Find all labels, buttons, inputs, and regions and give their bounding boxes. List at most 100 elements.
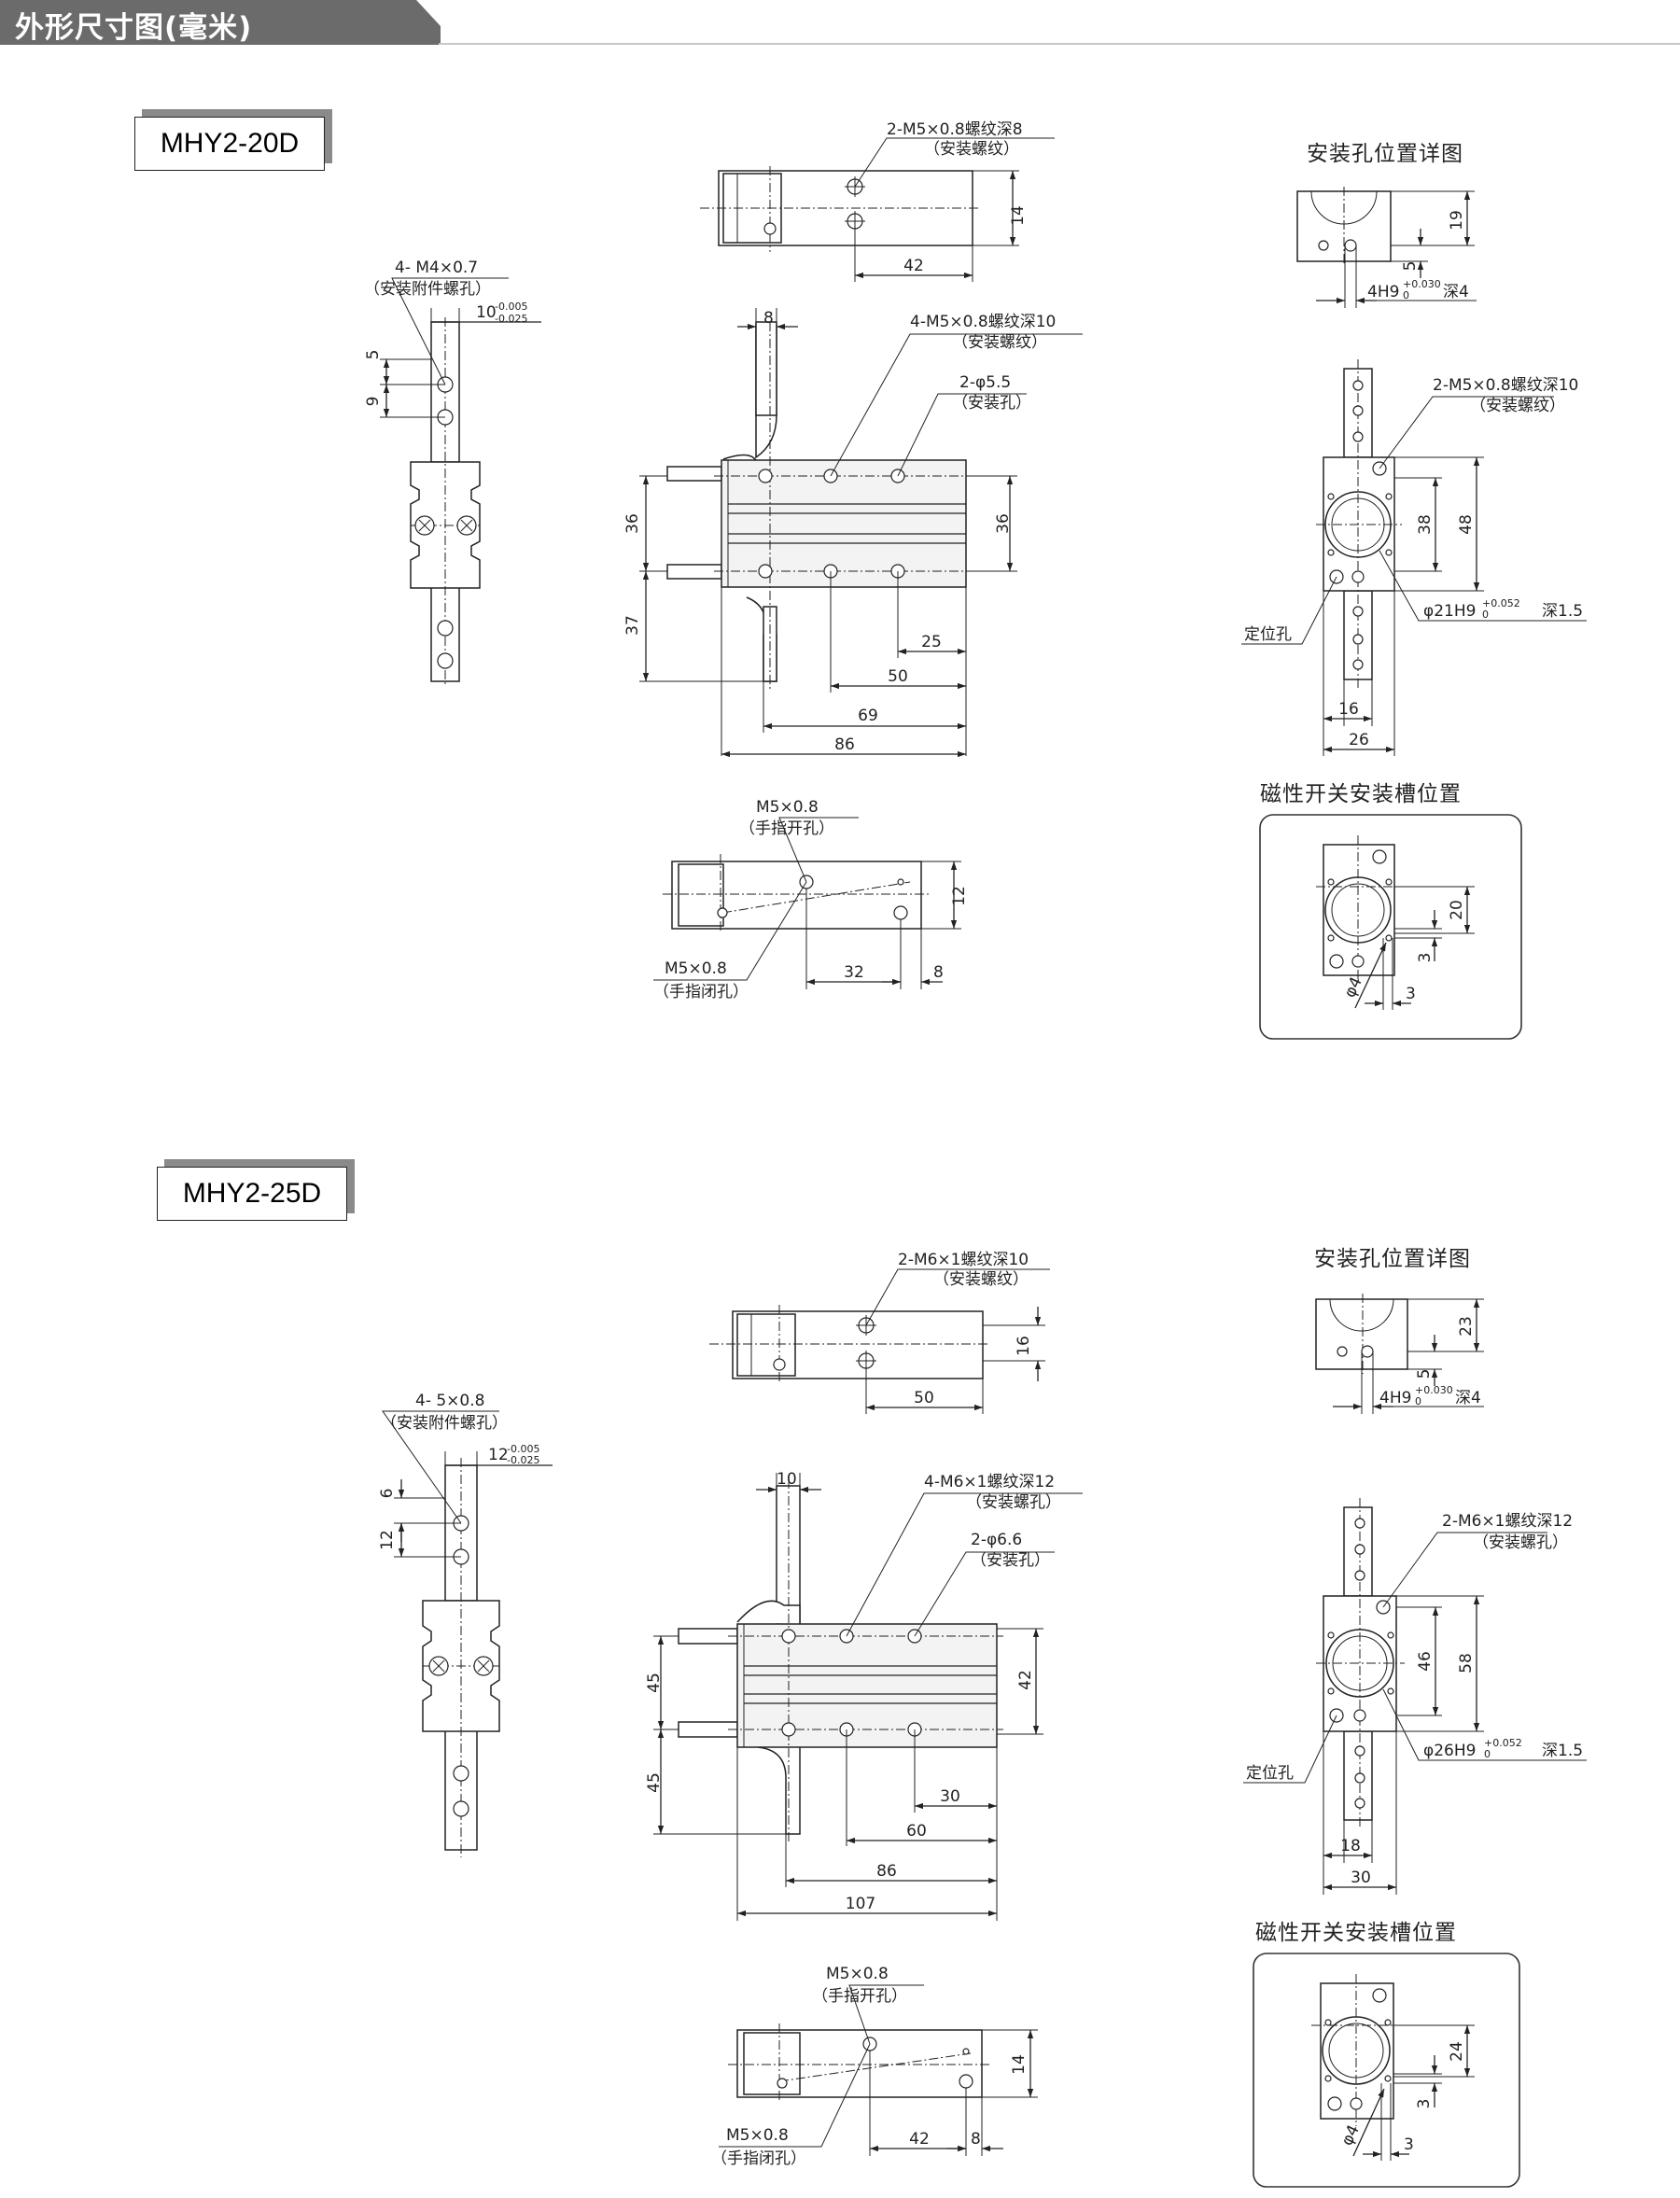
front-thread-note: 4-M6×1螺纹深12 xyxy=(924,1473,1055,1491)
switch-slot-title: 磁性开关安装槽位置 xyxy=(1260,782,1462,806)
side-note-sub: （安装附件螺孔） xyxy=(381,1414,508,1433)
slot-dim-20: 20 xyxy=(1448,900,1466,920)
dim-5: 5 xyxy=(364,350,383,360)
tol-base: 12 xyxy=(488,1446,509,1464)
dim-42: 42 xyxy=(903,257,924,275)
pin-upper: +0.030 xyxy=(1403,278,1441,290)
pin-depth: 深4 xyxy=(1455,1389,1481,1407)
dim-12: 12 xyxy=(378,1530,397,1550)
mhy2-20d-top-view: 14 42 2-M5×0.8螺纹深8 （安装螺纹） xyxy=(700,120,1055,282)
pin-spec: 4H9 xyxy=(1379,1389,1411,1407)
mhy2-20d-mount-detail: 安装孔位置详图 19 5 4H9 +0.030 0 深4 xyxy=(1296,142,1477,308)
tol-upper: -0.005 xyxy=(495,301,527,313)
end-bore: φ21H9 xyxy=(1423,602,1476,621)
front-hole-note: 2-φ5.5 xyxy=(959,373,1011,392)
dim-30: 30 xyxy=(940,1787,960,1806)
slot-dim-3a: 3 xyxy=(1416,953,1435,963)
tol-upper: -0.005 xyxy=(507,1443,539,1455)
front-hole-note: 2-φ6.6 xyxy=(971,1531,1022,1549)
end-bore-depth: 深1.5 xyxy=(1542,1742,1583,1760)
mhy2-25d-mount-detail: 安装孔位置详图 23 5 4H9 +0.030 0 深4 xyxy=(1314,1247,1484,1414)
mount-detail-title: 安装孔位置详图 xyxy=(1307,142,1463,166)
dim-36-left: 36 xyxy=(623,513,642,534)
dim-107: 107 xyxy=(846,1895,875,1913)
side-note-sub: （安装附件螺孔） xyxy=(364,280,491,299)
dim-19: 19 xyxy=(1448,210,1466,231)
dim-25: 25 xyxy=(921,633,942,651)
dim-5-mount: 5 xyxy=(1401,261,1420,272)
top-thread-sub: （安装螺纹） xyxy=(924,140,1019,159)
front-thread-sub: （安装螺孔） xyxy=(966,1493,1061,1512)
finger-close-note: M5×0.8 xyxy=(665,959,727,978)
dim-69: 69 xyxy=(858,707,878,725)
end-bore-upper: +0.052 xyxy=(1484,1737,1522,1749)
slot-dim-3b: 3 xyxy=(1406,985,1416,1003)
end-bore-upper: +0.052 xyxy=(1482,597,1520,609)
dim-58: 58 xyxy=(1457,1653,1476,1673)
dim-8-finger: 8 xyxy=(933,963,944,982)
dim-36-right: 36 xyxy=(994,513,1013,534)
dim-5-mount: 5 xyxy=(1415,1369,1434,1379)
mhy2-20d-finger-view: 12 32 8 M5×0.8 （手指开孔） M5×0.8 （手指闭孔） xyxy=(653,798,969,1001)
dim-16: 16 xyxy=(1015,1336,1033,1356)
dim-6: 6 xyxy=(378,1489,397,1499)
dim-32: 32 xyxy=(844,963,864,982)
end-bore-lower: 0 xyxy=(1484,1748,1491,1760)
dim-37: 37 xyxy=(623,615,642,636)
side-note: 4- 5×0.8 xyxy=(415,1392,484,1410)
pin-lower: 0 xyxy=(1403,289,1409,301)
dim-46: 46 xyxy=(1416,1651,1435,1672)
slot-dim-24: 24 xyxy=(1448,2041,1466,2062)
dim-14: 14 xyxy=(1009,205,1028,226)
side-note: 4- M4×0.7 xyxy=(395,259,478,277)
mhy2-25d-side-view: 6 12 12 -0.005 -0.025 4- 5×0.8 （安装附件螺孔） xyxy=(378,1392,553,1857)
finger-close-sub: （手指闭孔） xyxy=(711,2149,806,2168)
end-bore-depth: 深1.5 xyxy=(1542,602,1583,621)
dim-60: 60 xyxy=(906,1822,927,1841)
front-hole-sub: （安装孔） xyxy=(971,1551,1050,1570)
mhy2-25d-end-view: 46 58 2-M6×1螺纹深12 （安装螺孔） φ26H9 +0.052 0 … xyxy=(1243,1498,1587,1895)
end-thread-note: 2-M6×1螺纹深12 xyxy=(1442,1512,1573,1531)
dim-86: 86 xyxy=(834,735,855,754)
tol-lower: -0.025 xyxy=(507,1454,539,1466)
pin-upper: +0.030 xyxy=(1415,1384,1453,1396)
mhy2-20d-front-view: 8 4-M5×0.8螺纹深10 （安装螺纹） 2-φ5.5 （安装孔） 36 3… xyxy=(623,308,1083,758)
mhy2-20d-switch-slot: 磁性开关安装槽位置 20 3 3 φ4 xyxy=(1259,782,1522,1040)
finger-close-sub: （手指闭孔） xyxy=(653,983,749,1001)
end-thread-note: 2-M5×0.8螺纹深10 xyxy=(1433,376,1578,395)
model-label-mhy2-20d: MHY2-20D xyxy=(134,117,325,171)
dim-86: 86 xyxy=(876,1862,897,1881)
end-bore: φ26H9 xyxy=(1423,1742,1476,1760)
dim-10-top: 10 xyxy=(777,1470,797,1489)
pin-lower: 0 xyxy=(1415,1395,1421,1407)
mhy2-25d-top-view: 16 50 2-M6×1螺纹深10 （安装螺纹） xyxy=(709,1251,1050,1414)
switch-slot-title: 磁性开关安装槽位置 xyxy=(1255,1921,1457,1945)
dim-42: 42 xyxy=(1016,1670,1035,1690)
finger-open-note: M5×0.8 xyxy=(826,1965,889,1983)
slot-dim-3a: 3 xyxy=(1415,2099,1434,2109)
mount-detail-title: 安装孔位置详图 xyxy=(1314,1247,1471,1271)
front-hole-sub: （安装孔） xyxy=(952,394,1031,413)
dim-48: 48 xyxy=(1457,514,1476,535)
dim-45-top: 45 xyxy=(645,1673,664,1693)
page-header: 外形尺寸图(毫米) xyxy=(0,0,1680,45)
dim-18: 18 xyxy=(1340,1837,1361,1855)
header-tab xyxy=(0,0,441,45)
tol-lower: -0.025 xyxy=(495,313,527,325)
page-title: 外形尺寸图(毫米) xyxy=(15,11,253,45)
mhy2-25d-finger-view: 14 42 8 M5×0.8 （手指开孔） M5×0.8 （手指闭孔） xyxy=(711,1965,1038,2168)
dim-50: 50 xyxy=(914,1389,934,1407)
dim-14: 14 xyxy=(1010,2054,1029,2075)
front-thread-note: 4-M5×0.8螺纹深10 xyxy=(910,313,1056,331)
slot-dim-3b: 3 xyxy=(1404,2135,1414,2154)
top-thread-note: 2-M5×0.8螺纹深8 xyxy=(887,120,1023,139)
finger-open-sub: （手指开孔） xyxy=(812,1987,907,2006)
dim-16: 16 xyxy=(1338,700,1359,719)
mhy2-25d-switch-slot: 磁性开关安装槽位置 24 3 3 φ4 xyxy=(1253,1921,1520,2188)
dim-38: 38 xyxy=(1416,514,1435,535)
front-thread-sub: （安装螺纹） xyxy=(952,333,1047,352)
mhy2-20d-side-view: 5 9 10 -0.005 -0.025 4- M4×0.7 （安装附件螺孔） xyxy=(364,259,541,686)
finger-open-note: M5×0.8 xyxy=(756,798,819,817)
dim-42-finger: 42 xyxy=(909,2130,930,2149)
